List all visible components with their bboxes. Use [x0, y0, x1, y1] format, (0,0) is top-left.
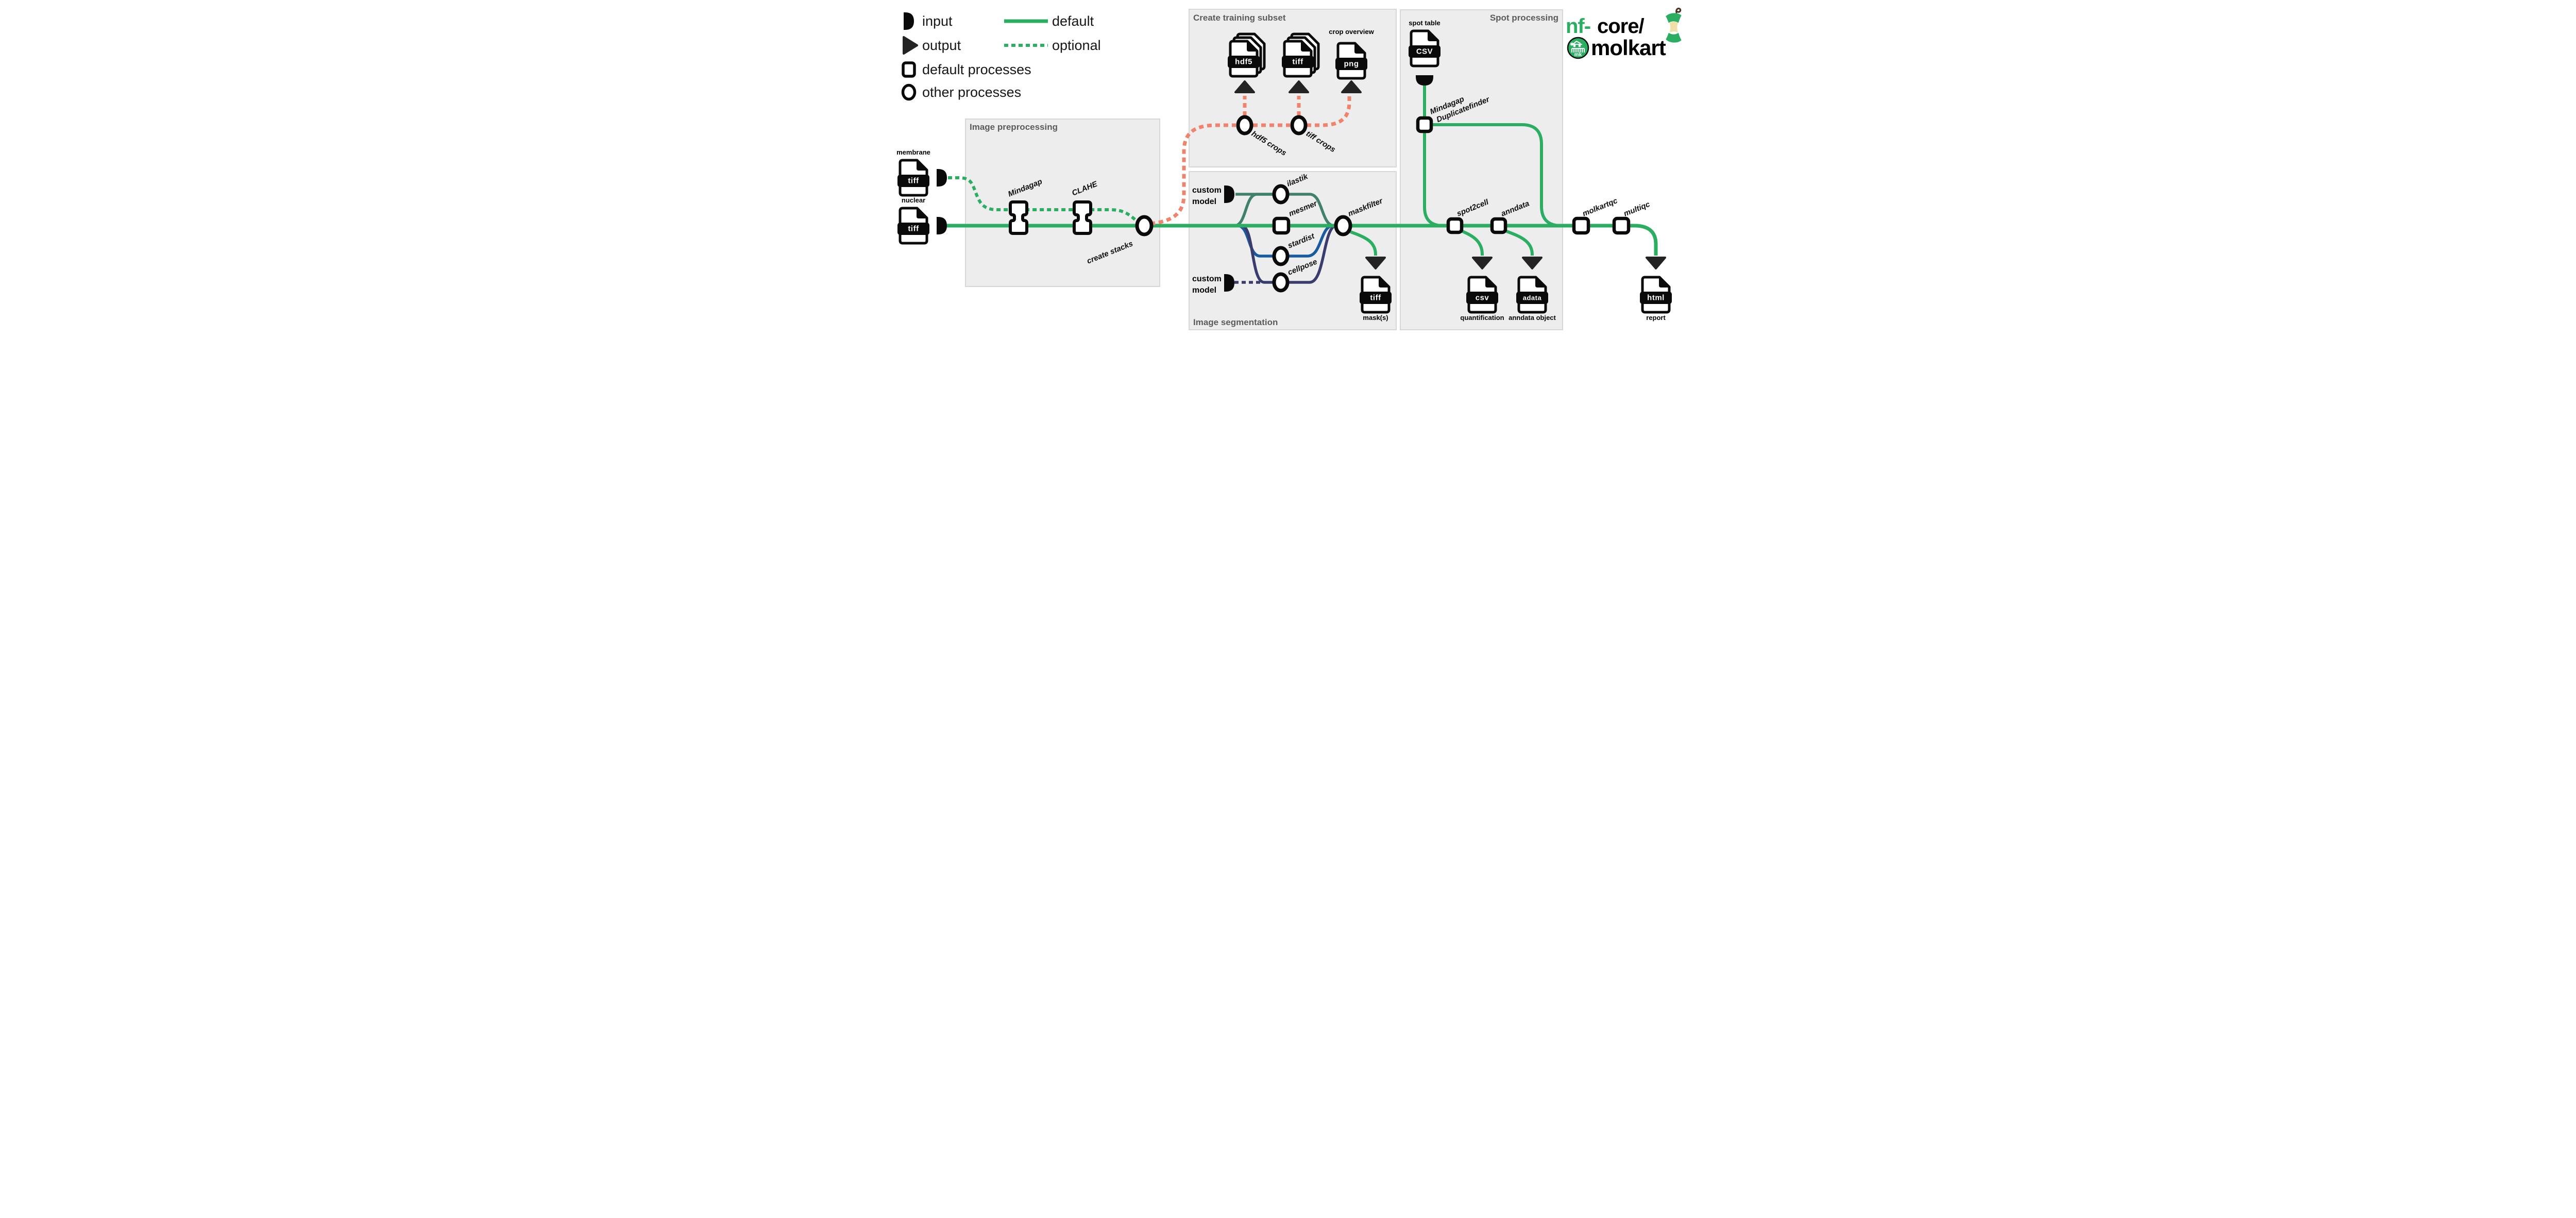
mask-caption: mask(s) [1363, 314, 1388, 322]
anndata-object-caption: anndata object [1509, 314, 1556, 322]
edge-main-fork-cellpose [1241, 224, 1273, 284]
process-hdf5-crops [1236, 115, 1253, 136]
box-image-preprocessing [965, 119, 1160, 287]
legend-default-processes-label: default processes [922, 62, 1031, 77]
process-cellpose [1272, 272, 1290, 293]
quantification-file-icon: csv [1466, 276, 1498, 312]
title-image-preprocessing: Image preprocessing [970, 122, 1058, 132]
edge-membrane-optional [948, 176, 1136, 221]
process-ilastik [1272, 184, 1290, 205]
nuclear-file-icon: tiff [897, 207, 929, 243]
process-spot2cell [1446, 217, 1464, 234]
quantification-band-label: csv [1476, 294, 1489, 302]
label-molkartqc: molkartqc [1581, 196, 1619, 218]
edge-create-stacks-to-crops [1150, 123, 1236, 226]
report-caption: report [1646, 314, 1666, 322]
nuclear-input-icon [937, 217, 947, 234]
membrane-caption: membrane [896, 148, 930, 156]
other-process-icon [901, 83, 917, 101]
report-output-icon [1646, 257, 1666, 269]
tiff-output-icon [1289, 80, 1309, 93]
hdf5-band-label: hdf5 [1235, 58, 1252, 66]
spot-table-file-icon: CSV [1409, 30, 1440, 66]
hdf5-output-icon [1234, 80, 1255, 93]
input-icon [904, 12, 914, 30]
adata-file-icon: adata [1516, 276, 1548, 312]
process-mesmer [1272, 216, 1291, 235]
edge-duplicatefinder-to-spot2cell [1423, 130, 1452, 227]
process-tiff-crops [1290, 115, 1308, 136]
title-create-training-subset: Create training subset [1193, 13, 1286, 23]
title-spot-processing: Spot processing [1490, 13, 1558, 23]
process-maskfilter [1334, 215, 1352, 236]
legend-output-label: output [922, 38, 961, 53]
png-band-label: png [1344, 60, 1359, 69]
png-output-icon [1341, 80, 1362, 93]
molkart-badge-icon: mk [1567, 37, 1589, 59]
png-file-icon: png [1335, 42, 1367, 78]
process-stardist [1272, 246, 1290, 266]
mask-band-label: tiff [1370, 294, 1381, 302]
report-band-label: html [1647, 294, 1665, 302]
hdf5-stack-file-icon: hdf5 [1228, 34, 1264, 76]
output-icon [903, 36, 918, 55]
default-process-icon [902, 61, 916, 78]
adata-band-label: adata [1523, 294, 1542, 302]
legend-input-label: input [922, 13, 953, 29]
apple-core-icon [1666, 7, 1682, 43]
edge-duplicatefinder-bypass [1430, 123, 1571, 227]
molkart-pipeline-diagram: Image preprocessing Create training subs… [884, 0, 1692, 340]
custom-model-bottom-label: custom model [1192, 275, 1222, 295]
legend-optional-label: optional [1052, 38, 1101, 53]
logo-molkart-text: molkart [1591, 36, 1666, 60]
edge-cellpose-merge [1289, 224, 1337, 284]
custom-model-bottom-line2: model [1192, 286, 1216, 295]
process-create-stacks [1135, 215, 1154, 236]
label-multiqc: multiqc [1622, 200, 1651, 218]
tiff-stack-file-icon: tiff [1282, 34, 1318, 76]
logo-core-text: core/ [1597, 15, 1644, 38]
legend: input output default optional default pr… [901, 12, 1101, 101]
anndata-output-icon [1522, 257, 1543, 269]
quantification-output-icon [1472, 257, 1493, 269]
nuclear-caption: nuclear [902, 196, 925, 204]
process-multiqc [1612, 216, 1631, 235]
process-anndata [1490, 217, 1507, 234]
membrane-input-icon [937, 169, 947, 187]
custom-model-bottom-line1: custom [1192, 275, 1222, 283]
custom-model-top-line1: custom [1192, 186, 1222, 195]
legend-other-processes-label: other processes [922, 84, 1021, 100]
process-mindagap-duplicatefinder [1416, 116, 1433, 133]
logo-nf-text: nf- [1566, 15, 1590, 38]
nuclear-band-label: tiff [908, 225, 919, 233]
spot-table-band-label: CSV [1416, 47, 1433, 56]
title-image-segmentation: Image segmentation [1193, 317, 1278, 327]
membrane-file-icon: tiff [897, 159, 929, 195]
badge-mk-text: mk [1574, 52, 1582, 58]
tiff-crops-band-label: tiff [1292, 58, 1303, 66]
legend-default-label: default [1052, 13, 1094, 29]
custom-model-top-label: custom model [1192, 186, 1222, 206]
pipeline-svg: Image preprocessing Create training subs… [896, 7, 1682, 330]
edge-main [947, 224, 1658, 256]
custom-model-top-line2: model [1192, 197, 1216, 206]
quantification-caption: quantification [1460, 314, 1504, 322]
edge-maskfilter-output [1344, 228, 1377, 256]
spot-table-caption: spot table [1409, 19, 1440, 27]
mask-file-icon: tiff [1360, 276, 1392, 312]
report-file-icon: html [1640, 276, 1672, 312]
process-molkartqc [1572, 216, 1590, 235]
membrane-band-label: tiff [908, 177, 919, 185]
crop-overview-caption: crop overview [1329, 28, 1374, 36]
edge-tiffcrops-to-png [1307, 96, 1351, 127]
nf-core-molkart-logo: nf- core/ mk molkart [1566, 7, 1682, 60]
mask-output-icon [1365, 257, 1386, 269]
